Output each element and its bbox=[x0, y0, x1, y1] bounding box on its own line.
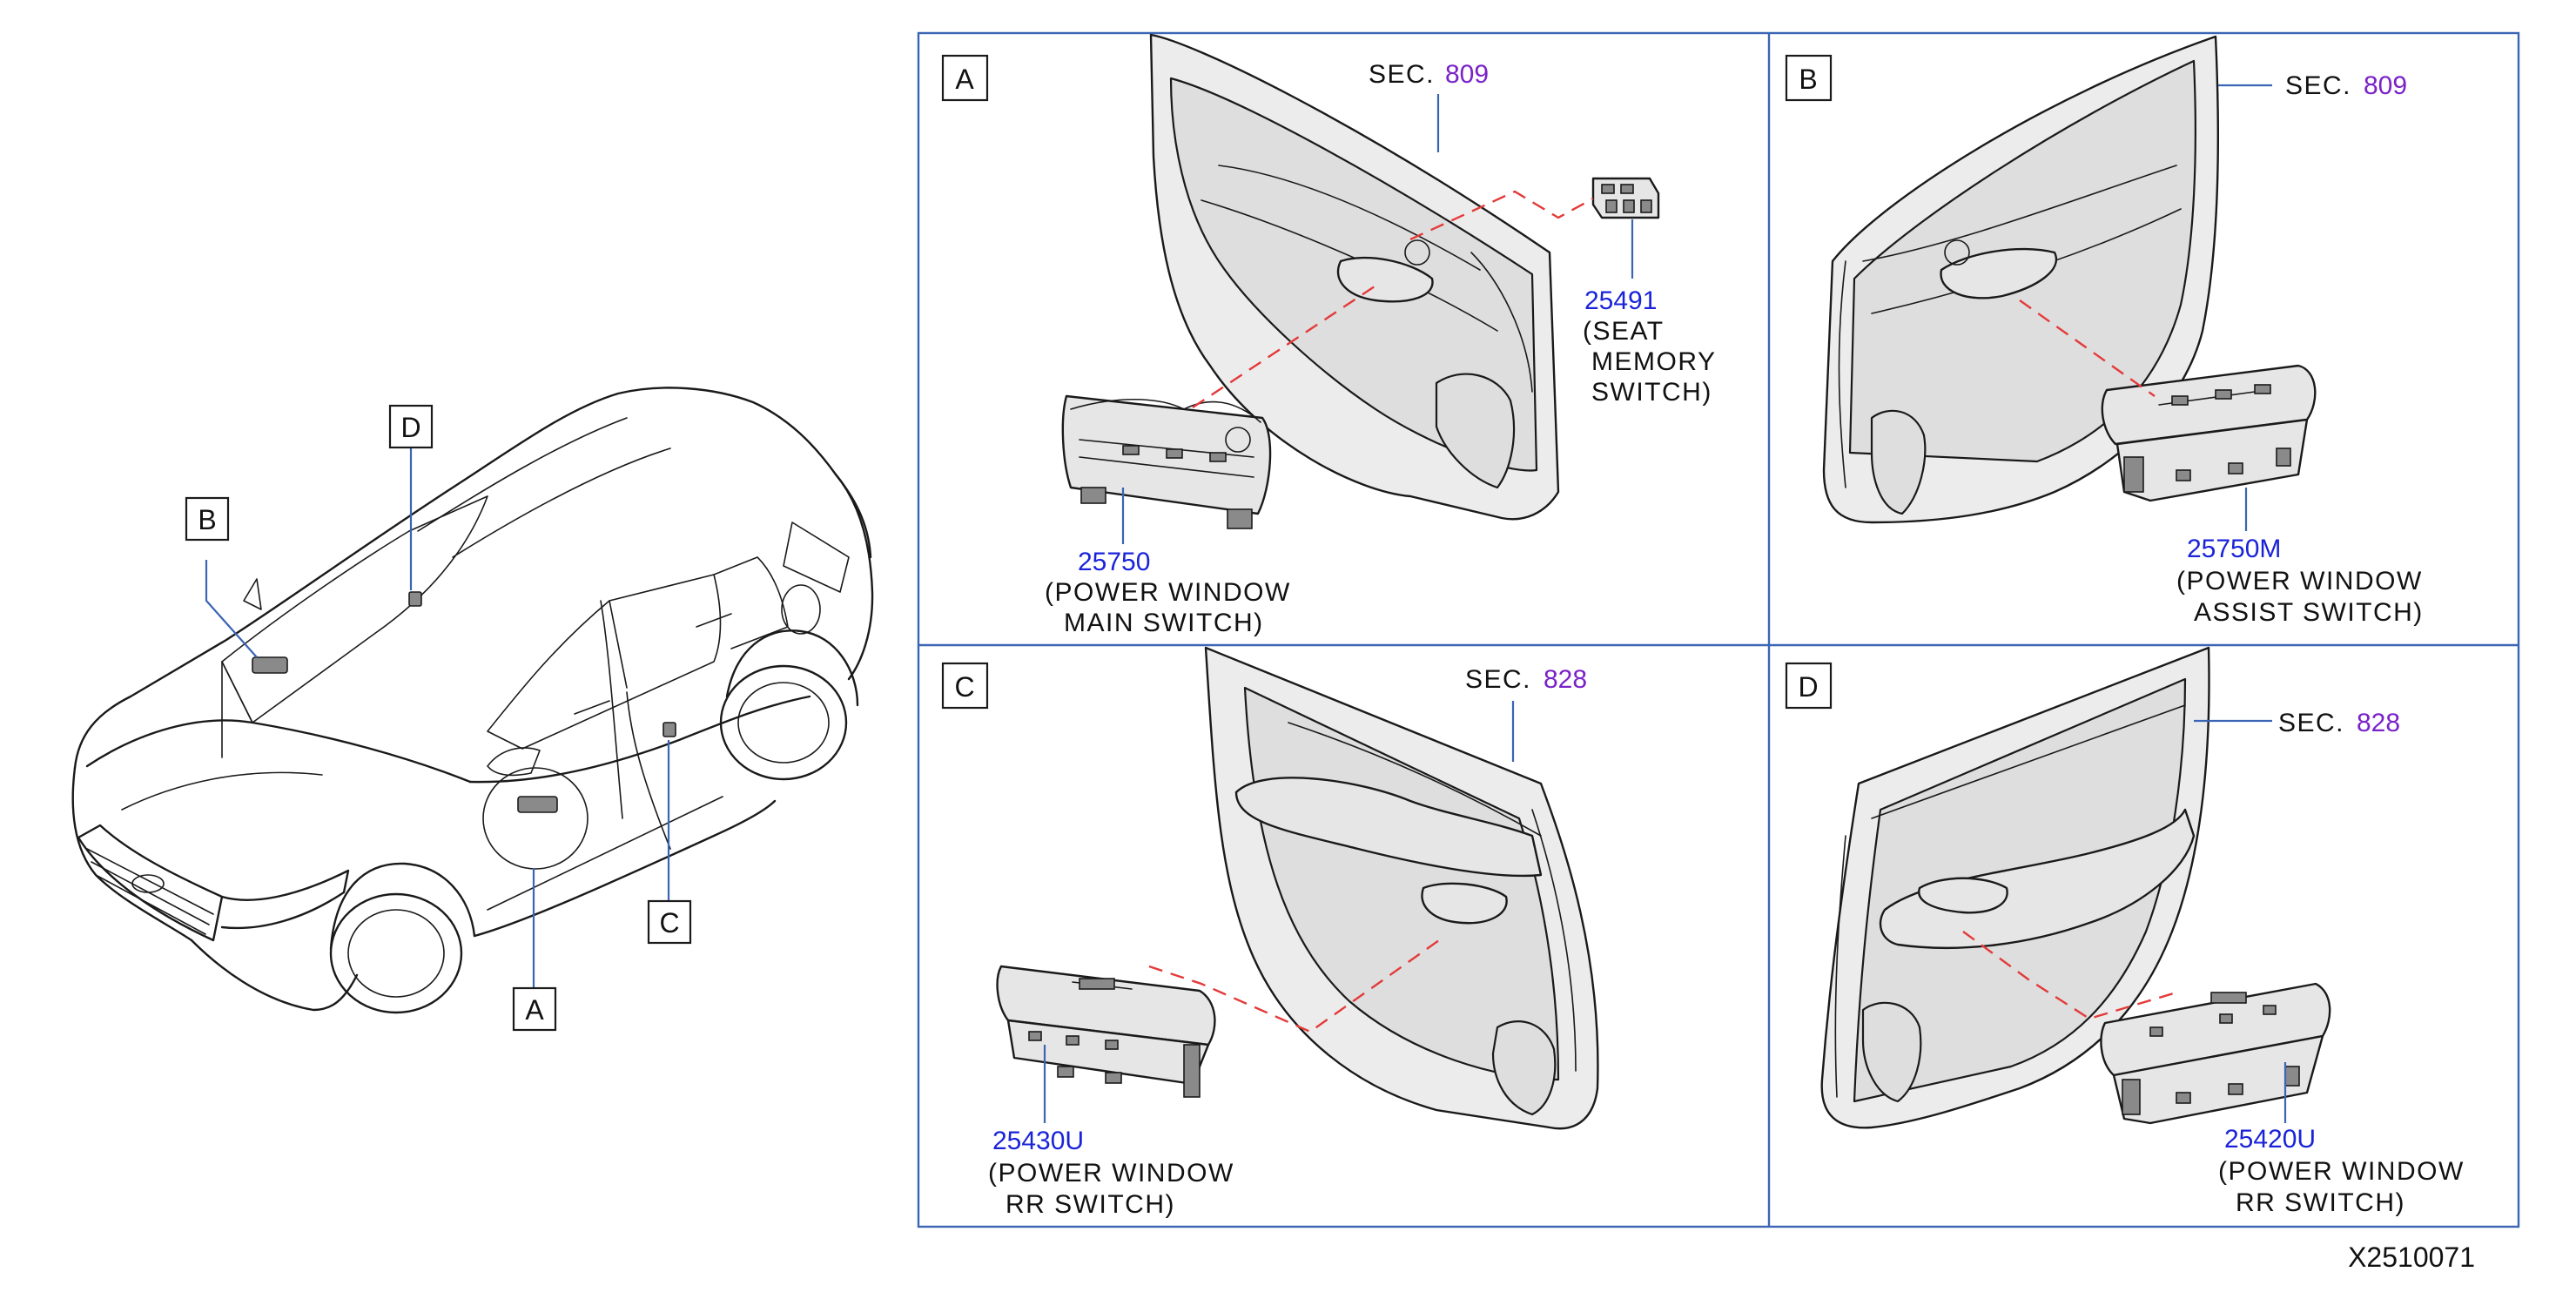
part-desc-25750-line2: MAIN SWITCH) bbox=[1064, 609, 1264, 637]
part-desc-25420u-line2: RR SWITCH) bbox=[2236, 1188, 2405, 1217]
panel-c-sec-prefix: SEC. bbox=[1465, 665, 1531, 694]
panel-a-sec-prefix: SEC. bbox=[1369, 60, 1435, 89]
panel-b: B SEC. 809 25750M (POWER WINDOW ASSIST S… bbox=[1785, 35, 2424, 627]
callout-label-c: C bbox=[659, 907, 679, 939]
panel-a-sec-number: 809 bbox=[1445, 60, 1489, 89]
part-desc-25430u-line2: RR SWITCH) bbox=[1006, 1190, 1175, 1219]
panel-d-sec-number: 828 bbox=[2357, 709, 2400, 737]
panel-a-letter: A bbox=[955, 64, 974, 95]
callout-box-d bbox=[388, 404, 434, 449]
panel-b-sec-number: 809 bbox=[2364, 71, 2407, 100]
panel-b-letter: B bbox=[1799, 64, 1817, 95]
callout-label-a: A bbox=[525, 994, 544, 1026]
part-number-25491: 25491 bbox=[1584, 286, 1657, 315]
callout-box-b bbox=[185, 496, 230, 542]
panel-c-sec-number: 828 bbox=[1544, 665, 1587, 694]
callout-box-a bbox=[512, 986, 557, 1032]
part-desc-25420u-line1: (POWER WINDOW bbox=[2218, 1157, 2465, 1186]
part-desc-25491-line3: SWITCH) bbox=[1591, 378, 1712, 407]
part-desc-25750m-line1: (POWER WINDOW bbox=[2176, 567, 2423, 596]
figure-code: X2510071 bbox=[2348, 1242, 2475, 1273]
panel-c-letter: C bbox=[954, 671, 974, 703]
panel-d-sec-prefix: SEC. bbox=[2278, 709, 2344, 737]
part-number-25430u: 25430U bbox=[992, 1127, 1084, 1155]
part-desc-25430u-line1: (POWER WINDOW bbox=[988, 1159, 1234, 1188]
callout-box-c bbox=[647, 899, 692, 945]
callout-label-b: B bbox=[198, 504, 216, 535]
part-desc-25491-line2: MEMORY bbox=[1591, 347, 1716, 376]
panel-a: A SEC. 809 bbox=[941, 33, 1716, 637]
panel-grid bbox=[917, 31, 2520, 1228]
panel-b-sec-prefix: SEC. bbox=[2285, 71, 2351, 100]
panel-d: D SEC. 828 25420U (POWER WINDOW RR SWITC… bbox=[1785, 646, 2465, 1217]
part-number-25420u: 25420U bbox=[2224, 1125, 2316, 1154]
part-desc-25750m-line2: ASSIST SWITCH) bbox=[2194, 598, 2424, 627]
vehicle-illustration bbox=[71, 387, 874, 1014]
part-desc-25750-line1: (POWER WINDOW bbox=[1045, 578, 1291, 607]
panel-d-letter: D bbox=[1798, 671, 1818, 703]
part-number-25750m: 25750M bbox=[2187, 535, 2281, 563]
callout-label-d: D bbox=[400, 412, 420, 443]
part-desc-25491-line1: (SEAT bbox=[1583, 317, 1665, 346]
panel-c: C SEC. 828 25430U (POWER WINDOW RR SWITC… bbox=[941, 646, 1599, 1219]
part-number-25750: 25750 bbox=[1078, 548, 1150, 576]
